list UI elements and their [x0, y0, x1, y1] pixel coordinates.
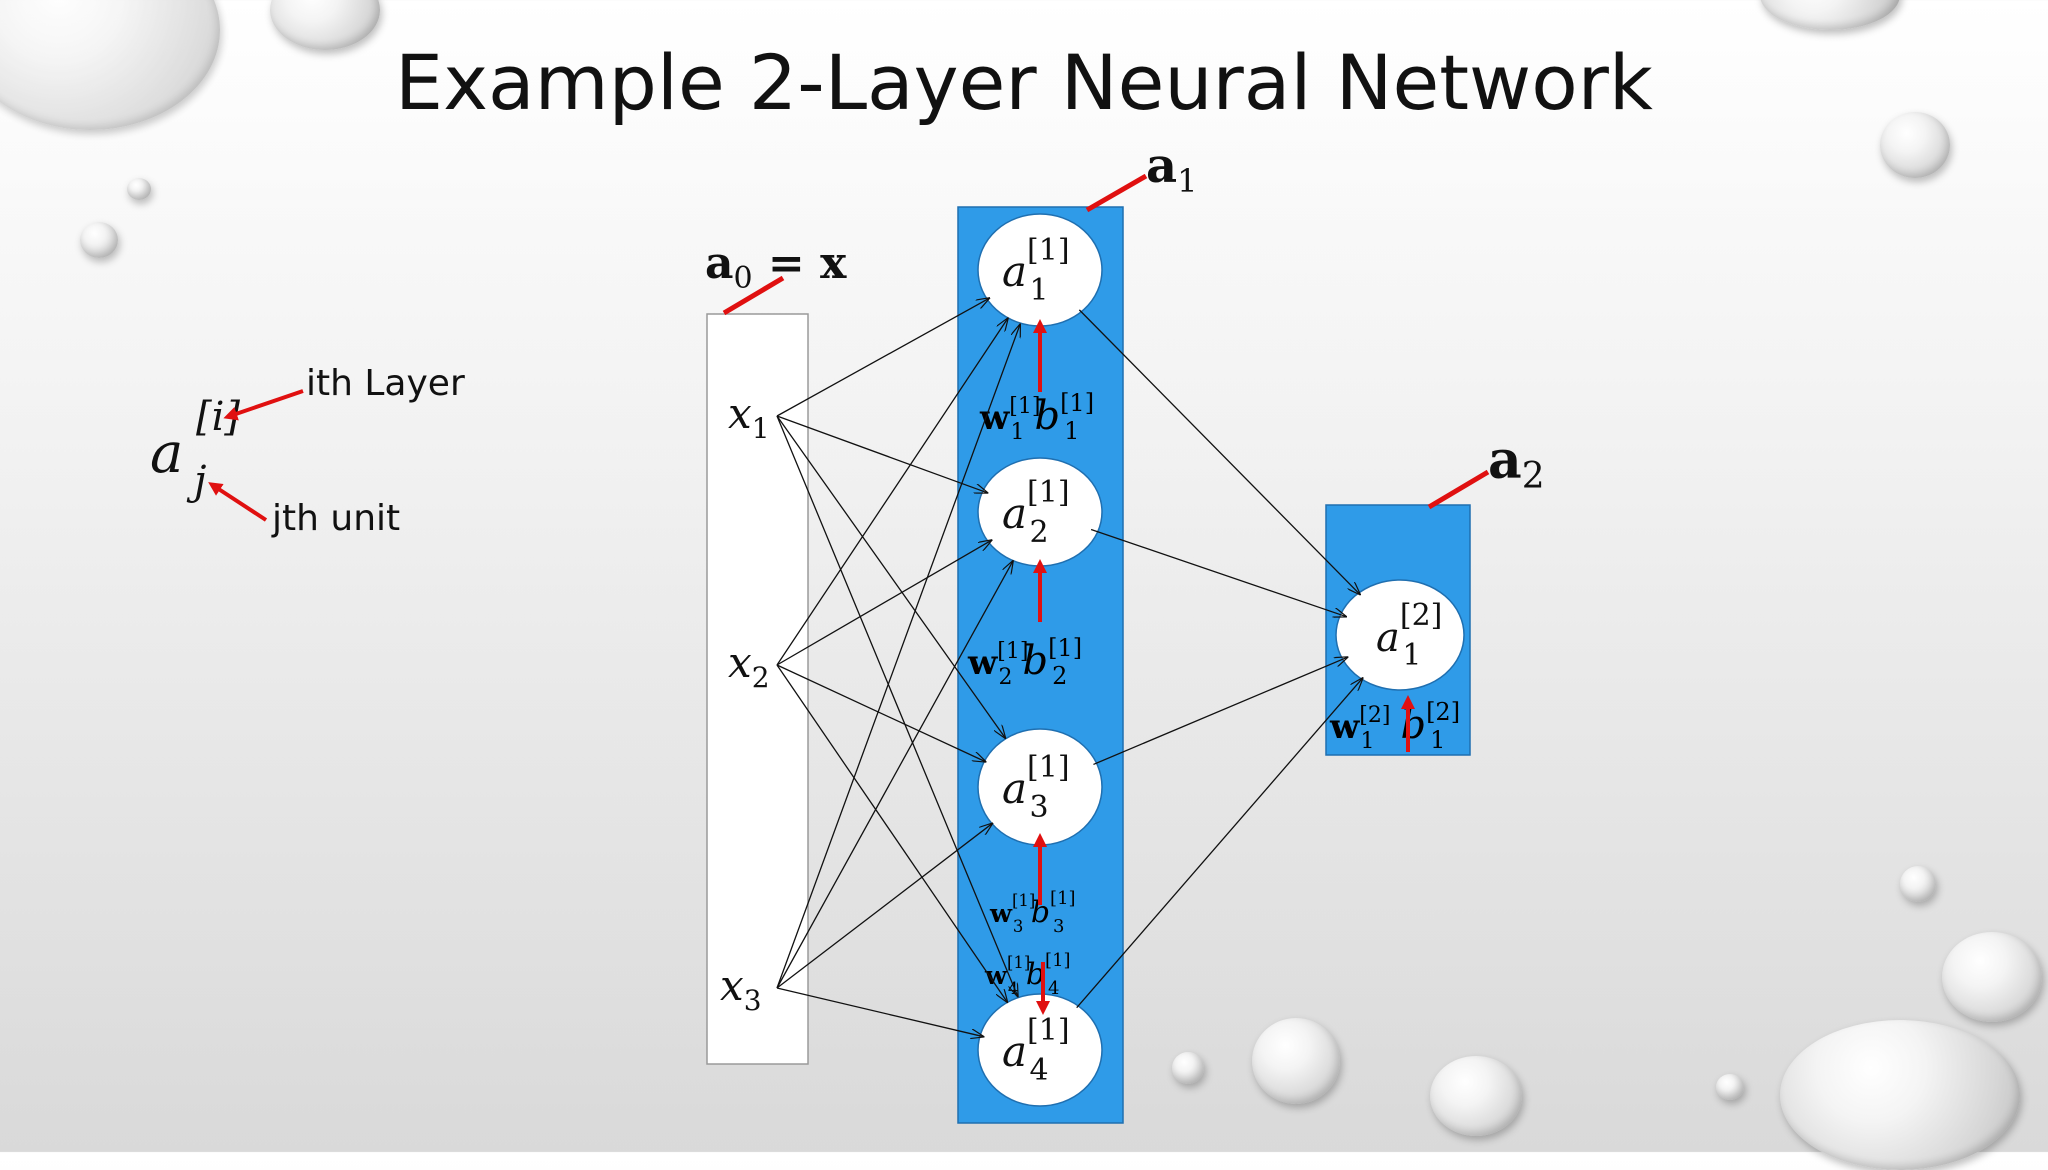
input-node-label: x3	[720, 961, 762, 1017]
water-drop-decoration	[1172, 1052, 1204, 1084]
water-drop-decoration	[1430, 1056, 1522, 1136]
input-node-label: x2	[728, 638, 770, 694]
hidden-neuron-label: a[1]1	[1002, 233, 1070, 308]
red-pointer-line	[722, 275, 785, 316]
edge-arrow	[776, 415, 1018, 996]
water-drop-decoration	[1252, 1018, 1340, 1104]
input-node-label: x1	[728, 389, 770, 445]
hidden-neuron-label: a[1]2	[1002, 475, 1070, 550]
red-arrow-icon	[223, 389, 304, 421]
water-drop-decoration	[1780, 1020, 2020, 1170]
legend-layer-label: ith Layer	[306, 363, 465, 404]
edge-arrow	[1076, 678, 1363, 1009]
input-layer: a0 = x x1 x2 x3	[705, 238, 847, 1065]
hidden-layer-label: a1	[1146, 138, 1197, 200]
edge-arrow	[776, 987, 984, 1037]
hidden-neuron	[977, 213, 1103, 327]
input-layer-label: a0 = x	[705, 238, 847, 296]
notation-legend: a [i] j ith Layer jth unit	[150, 363, 465, 539]
hidden-neuron	[977, 993, 1103, 1107]
water-drop-decoration	[1942, 932, 2042, 1022]
water-drop-decoration	[80, 222, 118, 258]
edge-arrow	[1078, 309, 1360, 595]
water-drop-decoration	[127, 178, 151, 200]
water-drop-decoration	[1716, 1074, 1744, 1100]
edge-arrow	[776, 415, 1005, 738]
edge-arrow	[776, 415, 987, 493]
edge-arrow	[1090, 528, 1346, 616]
red-pointer-line	[1427, 469, 1490, 510]
legend-subscript: j	[186, 458, 206, 504]
output-layer-label: a2	[1488, 430, 1545, 497]
hidden-neuron-label: a[1]4	[1002, 1013, 1070, 1088]
connection-edges	[776, 298, 1363, 1037]
water-drop-decoration	[1880, 112, 1950, 178]
output-neuron	[1335, 579, 1465, 691]
edge-arrow	[776, 823, 992, 989]
edge-arrow	[776, 298, 989, 417]
legend-unit-label: jth unit	[271, 498, 400, 539]
edge-arrow	[776, 540, 992, 666]
edge-arrow	[776, 664, 986, 762]
legend-superscript: [i]	[196, 394, 240, 440]
edge-arrow	[776, 561, 1013, 989]
hidden-neuron-label: a[1]3	[1002, 750, 1070, 825]
edge-arrow	[776, 324, 1020, 989]
edge-arrow	[1093, 657, 1347, 766]
slide-title: Example 2-Layer Neural Network	[395, 38, 1653, 127]
edge-arrow	[776, 318, 1008, 666]
water-drop-decoration	[1900, 866, 1936, 902]
input-layer-box	[706, 313, 809, 1065]
edge-arrow	[776, 664, 1007, 1002]
red-arrow-icon	[208, 482, 268, 522]
legend-symbol: a	[150, 421, 183, 486]
output-neuron-label: a[2]1	[1376, 598, 1442, 673]
red-pointer-line	[1085, 173, 1148, 213]
hidden-neuron	[977, 728, 1103, 846]
